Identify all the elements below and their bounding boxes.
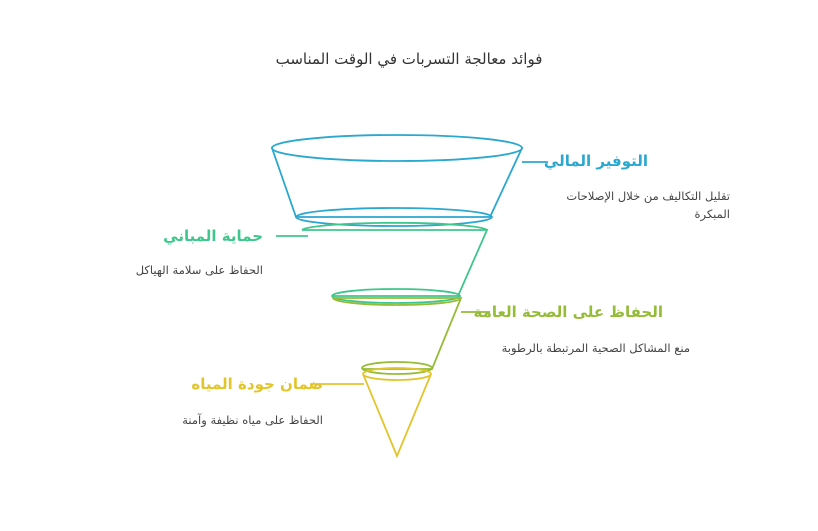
stage-1-label: التوفير المالي <box>543 152 648 170</box>
funnel-stage-3 <box>332 297 490 375</box>
funnel-stage-4 <box>310 367 432 459</box>
stage-2-description: الحفاظ على سلامة الهياكل <box>135 263 263 277</box>
stage-3-description: منع المشاكل الصحية المرتبطة بالرطوبة <box>501 341 690 355</box>
funnel-stage-2 <box>276 221 489 304</box>
stage-4-label: ضمان جودة المياه <box>191 375 323 393</box>
stage-3-label: الحفاظ على الصحة العامة <box>473 303 663 321</box>
stage-4-description: الحفاظ على مياه نظيفة وآمنة <box>182 413 323 427</box>
diagram-title: فوائد معالجة التسربات في الوقت المناسب <box>275 50 543 68</box>
stage-1-description: تقليل التكاليف من خلال الإصلاحات المبكرة <box>566 189 730 221</box>
stage-2-label: حماية المباني <box>163 227 263 245</box>
funnel-stage-1 <box>270 134 548 227</box>
